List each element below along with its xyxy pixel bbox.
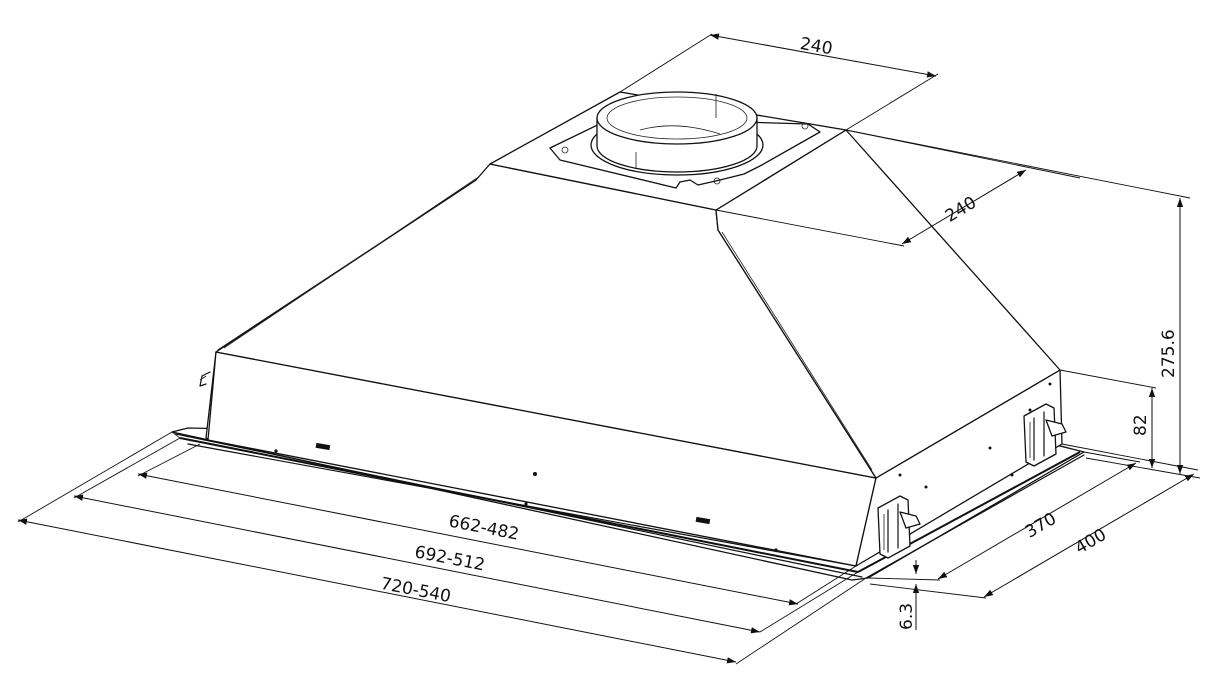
dim-body-height: 82: [1059, 369, 1199, 471]
hood-body: [171, 91, 1085, 581]
dim-outer-depth-label: 400: [1072, 525, 1110, 559]
dim-body-height-label: 82: [1131, 414, 1151, 436]
dim-collar-width-label: 240: [799, 34, 834, 59]
dim-inner-depth-label: 370: [1022, 509, 1060, 543]
mounting-bracket-rear: [1023, 403, 1067, 467]
duct-collar: [590, 91, 764, 176]
dim-flange-thickness: 6.3: [897, 560, 920, 630]
dim-width-outer-label: 720-540: [379, 574, 453, 607]
dim-collar-depth-label: 240: [942, 193, 980, 227]
dim-flange-thickness-label: 6.3: [897, 603, 917, 630]
dim-total-height-label: 275.6: [1159, 329, 1179, 378]
dim-total-height: 275.6: [845, 129, 1191, 474]
mounting-bracket-front: [877, 495, 921, 559]
dim-width-inner-label: 662-482: [447, 512, 521, 545]
vent-slot-left: [315, 442, 331, 451]
